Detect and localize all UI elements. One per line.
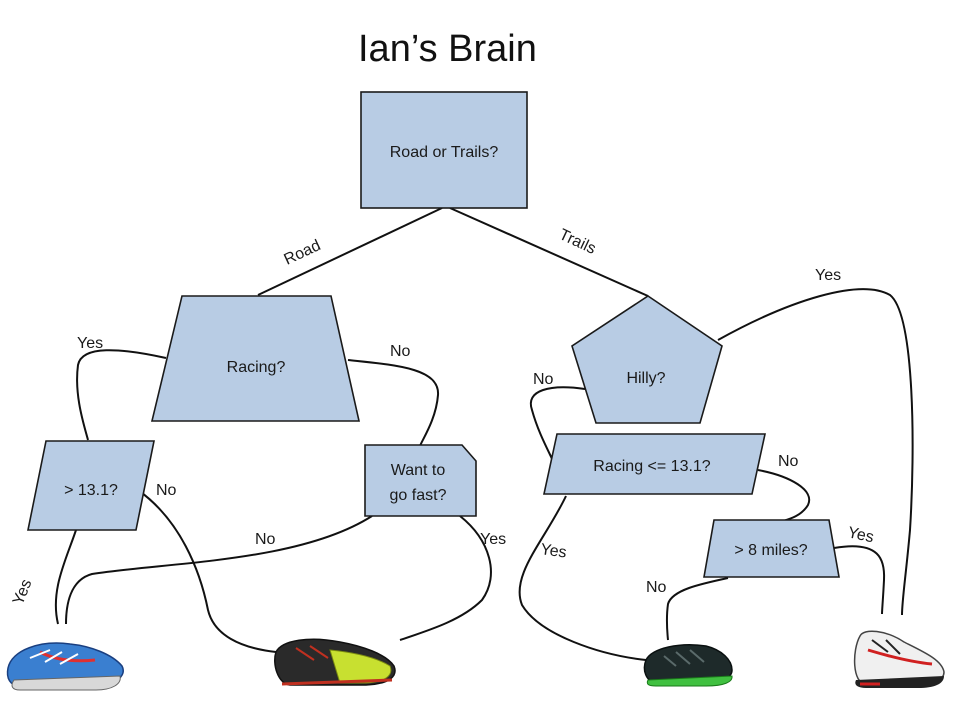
node-road-or-trails: Road or Trails? <box>360 91 528 209</box>
edge-label-over131-yes: Yes <box>10 577 36 608</box>
edge-label-wantfast-yes: Yes <box>480 531 506 548</box>
edge-label-racing131-no: No <box>778 453 799 470</box>
edge-label-hilly-yes: Yes <box>815 267 841 284</box>
edge-over131-no <box>137 489 277 653</box>
edge-label-racing-no: No <box>390 343 411 360</box>
node-racing-trapezoid <box>150 295 360 422</box>
edge-label-over131-no: No <box>156 482 177 499</box>
white-red-trail-shoe-icon <box>853 630 945 688</box>
node-hilly-pentagon <box>571 295 723 424</box>
edge-label-trails: Trails <box>556 226 598 258</box>
node-racing-label: Racing? <box>227 359 286 376</box>
edge-root-trails <box>449 207 649 297</box>
node-road-or-trails-box <box>360 91 528 209</box>
node-want-to-go-fast-label-line1: Want to <box>391 462 446 479</box>
node-hilly: Hilly? <box>571 295 723 424</box>
edge-label-racing131-yes: Yes <box>539 541 567 561</box>
edge-hilly-no <box>529 386 586 466</box>
edge-racing-no <box>347 359 440 447</box>
node-want-to-go-fast-label-line2: go fast? <box>390 487 447 504</box>
edges <box>54 207 914 661</box>
node-racing-13-1-parallelogram <box>543 433 766 495</box>
node-hilly-label: Hilly? <box>626 370 665 387</box>
edge-racing131-yes <box>518 495 647 661</box>
edge-root-road <box>257 207 443 296</box>
edge-label-road: Road <box>282 237 324 269</box>
edge-over131-yes <box>54 529 77 625</box>
node-racing: Racing? <box>150 295 360 422</box>
blue-running-shoe-icon <box>6 642 124 691</box>
edge-over8-no <box>665 577 729 641</box>
edge-label-wantfast-no: No <box>255 531 276 548</box>
node-over-13-1: > 13.1? <box>27 440 155 531</box>
edge-wantfast-no <box>65 515 373 625</box>
node-want-to-go-fast-box <box>364 444 477 517</box>
node-racing-13-1-label: Racing <= 13.1? <box>593 458 711 475</box>
node-over-13-1-label: > 13.1? <box>64 482 118 499</box>
node-over-8-miles-label: > 8 miles? <box>734 542 807 559</box>
node-over-13-1-parallelogram <box>27 440 155 531</box>
edge-racing-yes <box>76 349 167 441</box>
edge-label-hilly-no: No <box>533 371 554 388</box>
node-over-8-miles: > 8 miles? <box>703 519 840 578</box>
edge-hilly-yes <box>717 288 914 616</box>
node-road-or-trails-label: Road or Trails? <box>390 144 499 161</box>
edge-wantfast-yes <box>399 515 492 641</box>
node-racing-13-1: Racing <= 13.1? <box>543 433 766 495</box>
edge-racing131-no <box>757 469 811 523</box>
black-green-trail-shoe-icon <box>643 644 733 687</box>
edge-over8-yes <box>833 545 886 615</box>
edge-label-over8-yes: Yes <box>846 524 875 546</box>
edge-label-over8-no: No <box>646 579 667 596</box>
node-over-8-miles-trapezoid <box>703 519 840 578</box>
edge-label-racing-yes: Yes <box>77 335 103 352</box>
node-want-to-go-fast: Want to go fast? <box>364 444 477 517</box>
black-lime-shoe-icon <box>274 638 396 686</box>
diagram-title: Ian’s Brain <box>358 28 537 70</box>
